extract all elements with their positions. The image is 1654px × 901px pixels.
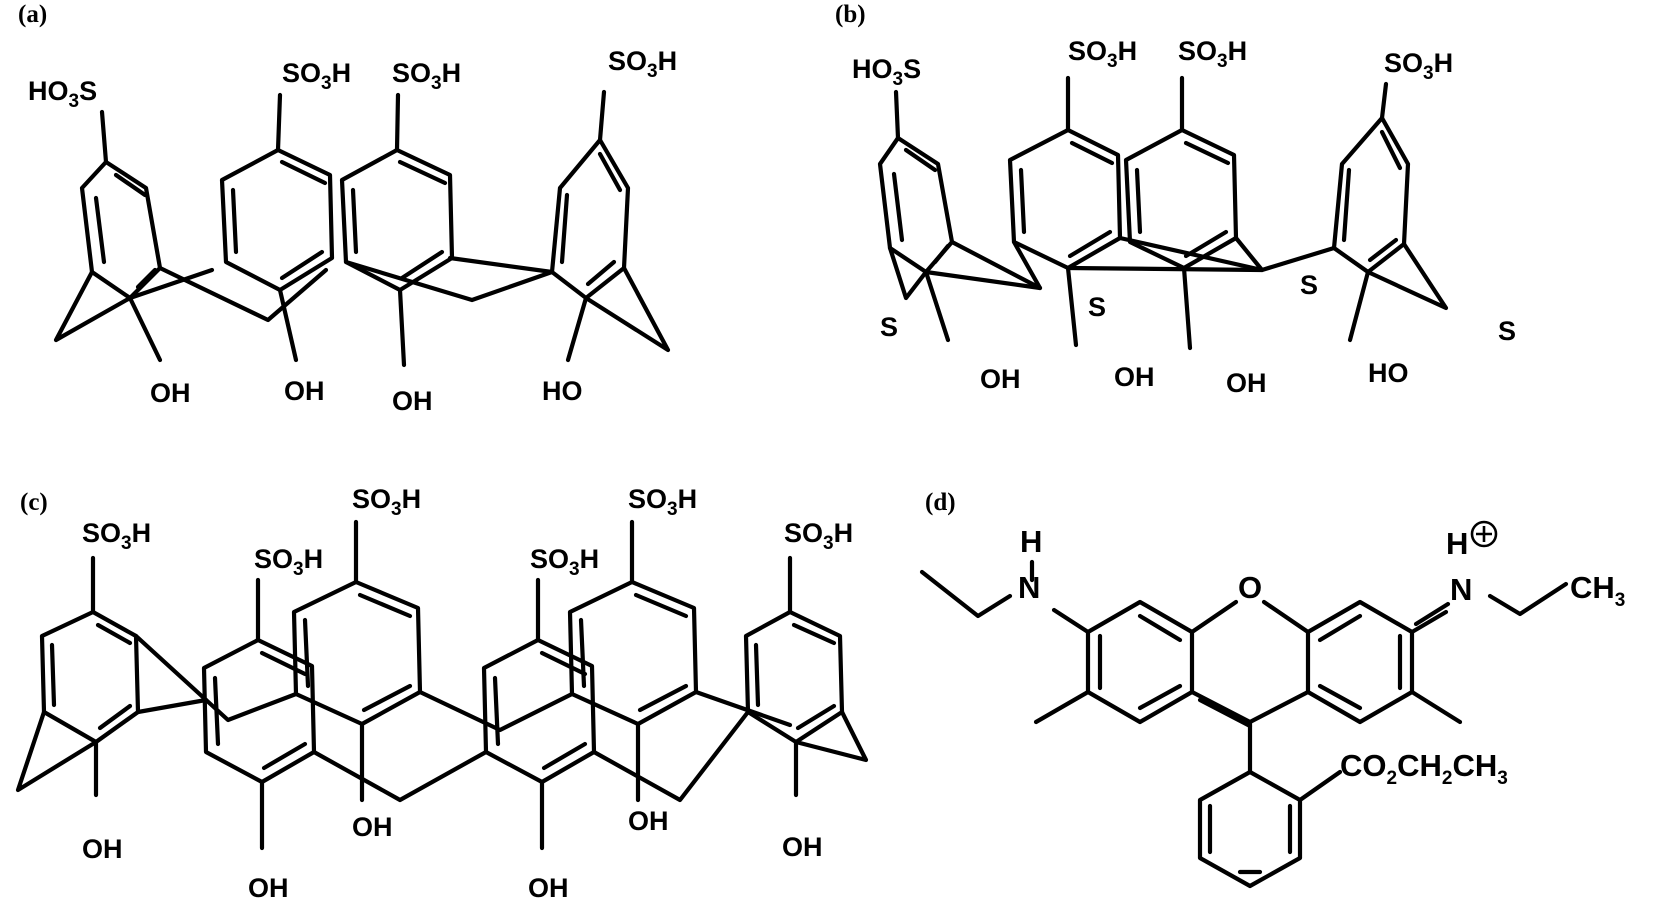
- hydroxyl-group: OH: [248, 873, 289, 901]
- sulfonate-group: HO3S: [28, 76, 97, 112]
- hydroxyl-group: OH: [82, 834, 123, 864]
- ester-group: CO2CH2CH3: [1340, 748, 1508, 789]
- hydroxyl-group: OH: [528, 873, 569, 901]
- structure-sulfonatothiacalix4arene: HO3S SO3H SO3H SO3H S S S S OH OH OH HO: [852, 36, 1516, 398]
- hydroxyl-group: OH: [392, 386, 433, 416]
- sulfonate-group: SO3H: [254, 544, 323, 580]
- structure-sulfonatocalix4arene: HO3S SO3H SO3H SO3H OH OH OH HO: [28, 46, 677, 416]
- bridge-sulfur: S: [1300, 270, 1318, 300]
- amine-nitrogen: N: [1018, 570, 1040, 605]
- sulfonate-group: SO3H: [530, 544, 599, 580]
- sulfonate-group: SO3H: [282, 58, 351, 94]
- oxygen-atom: O: [1238, 570, 1262, 605]
- hydroxyl-group: OH: [284, 376, 325, 406]
- sulfonate-group: SO3H: [1384, 48, 1453, 84]
- panel-label-b: (b): [835, 1, 866, 28]
- hydroxyl-group: OH: [1226, 368, 1267, 398]
- panel-label-c: (c): [20, 489, 48, 516]
- hydroxyl-group: OH: [352, 812, 393, 842]
- sulfonate-group: SO3H: [352, 484, 421, 520]
- structure-sulfonatocalix6arene: SO3H SO3H SO3H SO3H SO3H SO3H OH OH OH O…: [15, 484, 869, 901]
- hydrogen-atom: H: [1446, 526, 1468, 561]
- hydroxyl-group: OH: [150, 378, 191, 408]
- hydroxyl-group: HO: [1368, 358, 1409, 388]
- bridge-sulfur: S: [1498, 316, 1516, 346]
- bridge-sulfur: S: [1088, 292, 1106, 322]
- panel-label-d: (d): [925, 489, 956, 516]
- iminium-nitrogen: N: [1450, 572, 1472, 607]
- bridge-sulfur: S: [880, 312, 898, 342]
- panel-label-a: (a): [18, 1, 47, 28]
- hydroxyl-group: HO: [542, 376, 583, 406]
- hydroxyl-group: OH: [782, 832, 823, 862]
- sulfonate-group: SO3H: [1178, 36, 1247, 72]
- hydroxyl-group: OH: [980, 364, 1021, 394]
- sulfonate-group: SO3H: [784, 518, 853, 554]
- hydroxyl-group: OH: [628, 806, 669, 836]
- sulfonate-group: SO3H: [392, 58, 461, 94]
- structure-rhodamine-6g: O H N H N CH3 CO2CH2CH3: [919, 520, 1625, 889]
- sulfonate-group: SO3H: [1068, 36, 1137, 72]
- hydroxyl-group: OH: [1114, 362, 1155, 392]
- sulfonate-group: HO3S: [852, 54, 921, 90]
- methyl-group: CH3: [1570, 570, 1625, 611]
- sulfonate-group: SO3H: [82, 518, 151, 554]
- sulfonate-group: SO3H: [608, 46, 677, 82]
- hydrogen-atom: H: [1020, 524, 1042, 559]
- sulfonate-group: SO3H: [628, 484, 697, 520]
